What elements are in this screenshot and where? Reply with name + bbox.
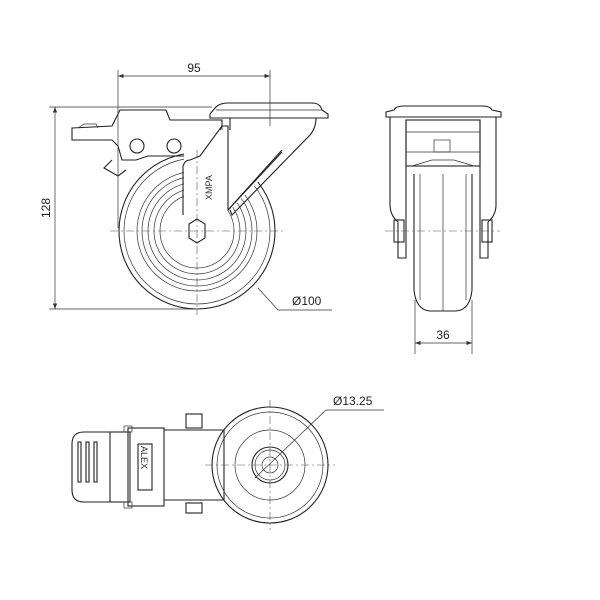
front-view	[385, 105, 502, 312]
side-logo-text: XMPA	[204, 175, 214, 200]
side-view: XMPA	[71, 102, 329, 315]
top-view: ALEX	[71, 400, 335, 530]
dimension-128: 128	[39, 106, 212, 310]
dimension-95: 95	[117, 61, 271, 228]
dimension-36-label: 36	[436, 328, 450, 342]
dimension-wheel-diameter: Ø100	[257, 287, 332, 311]
top-logo-text: ALEX	[139, 446, 149, 469]
dimension-95-label: 95	[187, 61, 201, 75]
dimension-36: 36	[414, 300, 473, 354]
dimension-128-label: 128	[39, 198, 53, 218]
wheel-diameter-label: Ø100	[292, 294, 322, 308]
dimension-bolt-hole: Ø13.25	[254, 394, 384, 479]
bolt-hole-diameter-label: Ø13.25	[333, 394, 373, 408]
